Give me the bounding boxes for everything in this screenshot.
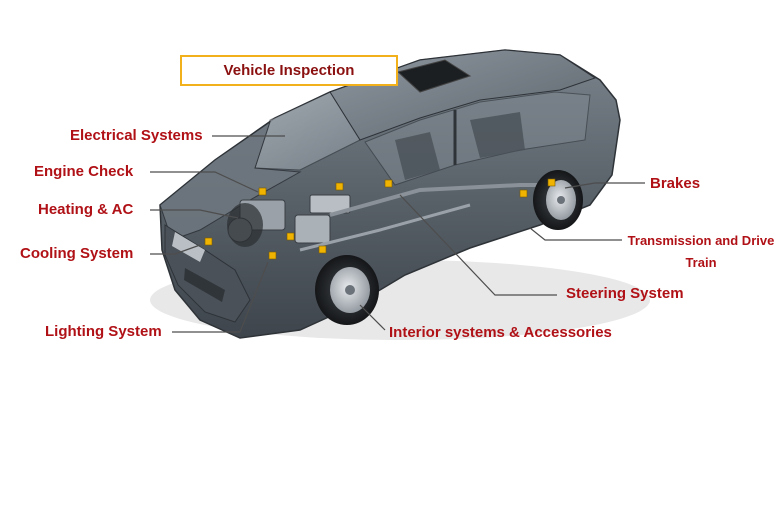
sunroof — [396, 59, 472, 93]
leader-transmission — [529, 227, 622, 241]
leader-engine — [150, 171, 259, 193]
label-steering-system: Steering System — [566, 285, 684, 302]
label-electrical-systems: Electrical Systems — [70, 127, 203, 144]
component-markers — [204, 178, 556, 260]
headlight — [172, 232, 205, 262]
front-seat — [395, 132, 440, 180]
leader-lighting — [172, 261, 269, 333]
label-lighting-system: Lighting System — [45, 323, 162, 340]
label-engine-check: Engine Check — [34, 163, 134, 180]
far-front-wheel — [227, 203, 263, 247]
leader-brakes — [564, 182, 645, 189]
label-cooling-system: Cooling System — [20, 245, 134, 262]
label-transmission-drive-train: Transmission and Drive Train — [627, 233, 775, 270]
rear-wheel — [533, 170, 583, 230]
leader-steering — [399, 194, 557, 296]
page-title: Vehicle Inspection — [180, 55, 398, 86]
label-interior-systems-accessories: Interior systems & Accessories — [389, 324, 612, 341]
leader-heating — [150, 209, 239, 219]
leader-interior — [359, 304, 386, 331]
grille — [184, 268, 225, 302]
leader-lines — [150, 135, 645, 333]
leader-cooling — [150, 244, 201, 255]
label-brakes: Brakes — [650, 175, 701, 192]
label-heating-ac: Heating & AC — [38, 201, 134, 218]
rear-seat — [470, 112, 525, 158]
